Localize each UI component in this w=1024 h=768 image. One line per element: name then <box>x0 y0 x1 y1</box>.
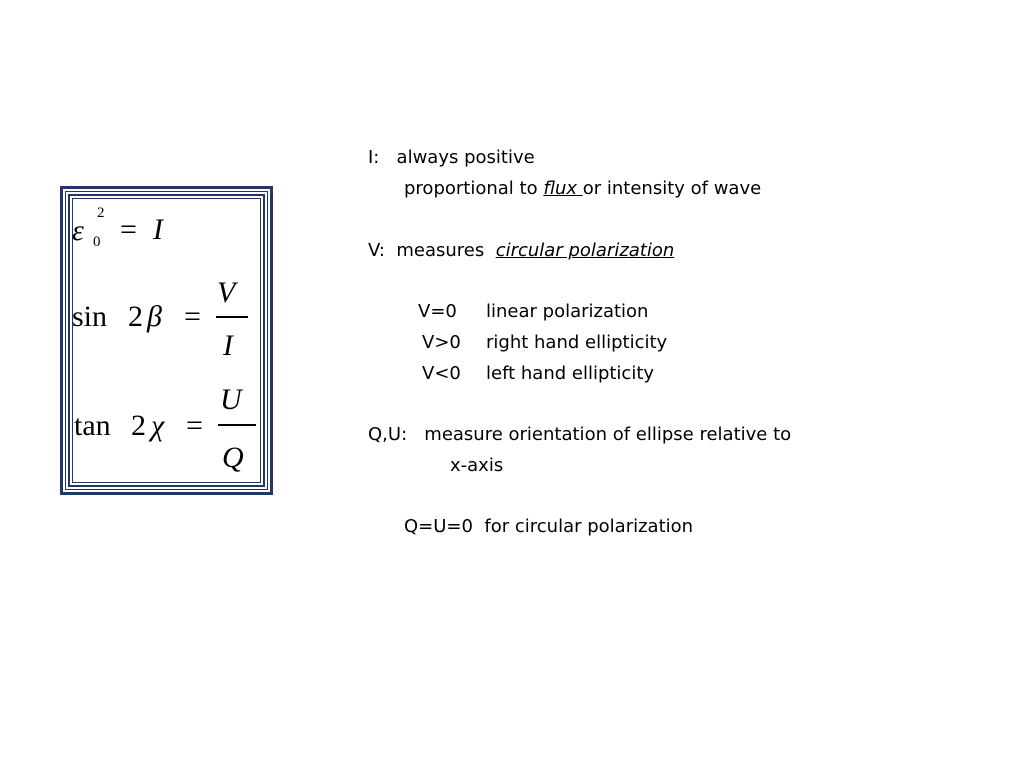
note-i-label: I: always positive <box>368 147 535 168</box>
stokes-q-denominator: Q <box>222 441 244 474</box>
note-vneg-description: left hand ellipticity <box>486 363 655 384</box>
intensity-denominator: I <box>223 329 233 362</box>
epsilon-symbol: ε <box>72 214 84 247</box>
note-i-detail-post: or intensity of wave <box>582 178 762 199</box>
note-v0-description: linear polarization <box>486 301 649 322</box>
note-qu-continuation: x-axis <box>450 455 504 476</box>
note-v0-condition: V=0 <box>418 301 457 322</box>
chi-symbol: χ <box>151 409 165 442</box>
epsilon-subscript: 0 <box>93 234 101 250</box>
stokes-u-numerator: U <box>220 383 242 416</box>
stokes-v-numerator: V <box>217 276 236 309</box>
note-i-detail-pre: proportional to <box>404 178 544 199</box>
sin-function: sin <box>72 300 108 333</box>
note-vneg-condition: V<0 <box>422 363 461 384</box>
fraction-bar-2 <box>218 424 256 426</box>
note-i-detail: proportional to flux or intensity of wav… <box>404 178 761 200</box>
note-qu-label: Q,U: measure orientation of ellipse rela… <box>368 424 792 445</box>
note-circular-polarization-term: circular polarization <box>495 240 675 261</box>
equals-sign-1: = <box>120 213 137 246</box>
note-v-label-text: V: measures <box>368 240 496 261</box>
equals-sign-3: = <box>186 409 203 442</box>
tan-coefficient: 2 <box>131 409 146 442</box>
sin-coefficient: 2 <box>128 300 143 333</box>
beta-symbol: β <box>147 300 162 333</box>
note-v-label: V: measures circular polarization <box>368 240 674 262</box>
note-vpos-description: right hand ellipticity <box>486 332 668 353</box>
equation-box <box>60 186 273 495</box>
equation-box-border-innermost <box>72 198 261 483</box>
fraction-bar-1 <box>216 316 248 318</box>
equals-sign-2: = <box>184 300 201 333</box>
equation-box-border-middle <box>68 194 265 487</box>
epsilon-superscript: 2 <box>97 205 105 221</box>
tan-function: tan <box>74 409 111 442</box>
intensity-symbol: I <box>153 213 163 246</box>
equation-box-border-inner <box>65 191 268 490</box>
note-qu-zero: Q=U=0 for circular polarization <box>404 516 694 537</box>
note-vpos-condition: V>0 <box>422 332 461 353</box>
note-flux-term: flux <box>543 178 583 199</box>
